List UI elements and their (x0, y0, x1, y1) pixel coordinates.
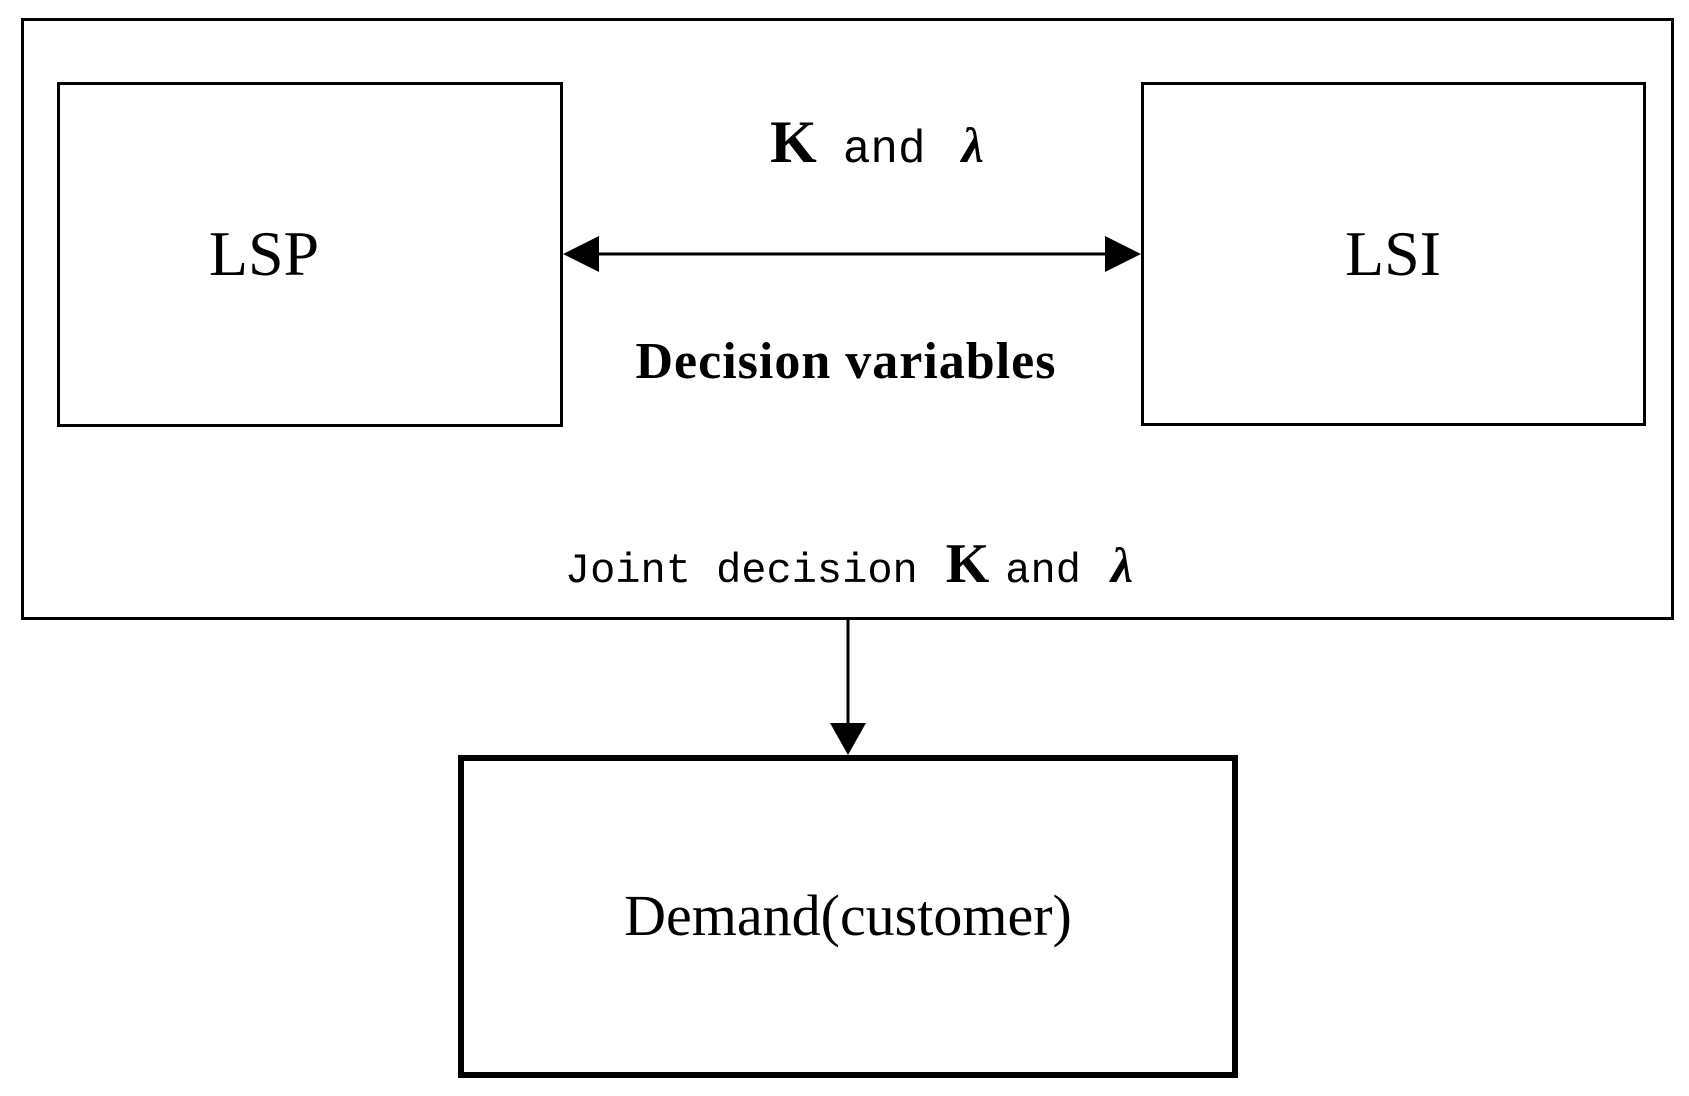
lsi-box (1141, 82, 1646, 426)
and-word: and (1005, 547, 1081, 595)
lsi-label: LSI (1345, 218, 1441, 289)
and-word: and (842, 124, 926, 176)
k-symbol: K (770, 109, 817, 175)
lambda-symbol: λ (961, 117, 984, 173)
k-symbol: K (945, 533, 990, 595)
decision-variables-label: Decision variables (635, 333, 1057, 390)
arrowhead-down-icon (830, 723, 866, 755)
demand-label: Demand(customer) (624, 883, 1072, 948)
demand-box (458, 755, 1238, 1078)
lsp-label: LSP (208, 218, 320, 289)
lsp-box (57, 82, 563, 427)
lambda-symbol: λ (1110, 537, 1134, 593)
joint-decision-prefix: Joint decision (564, 547, 918, 595)
